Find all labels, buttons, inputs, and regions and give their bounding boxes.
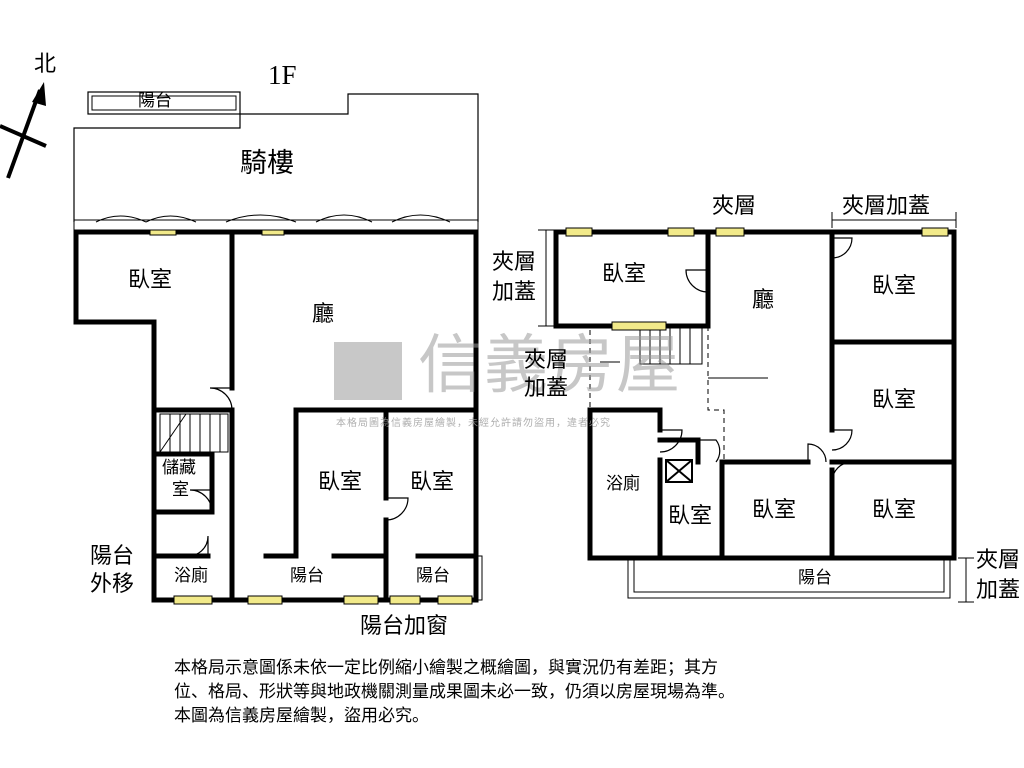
north-arrow-icon (0, 82, 47, 179)
right-bedroom-south: 臥室 (752, 498, 797, 523)
windows-right (565, 227, 949, 331)
disclaimer: 本格局示意圖係未依一定比例縮小繪製之概繪圖，與實況仍有差距；其方 位、格局、形狀… (174, 656, 894, 728)
right-addon-right-1: 夾層 (976, 548, 1021, 573)
right-bedroom-east-mid: 臥室 (872, 388, 917, 413)
right-bathroom: 浴廁 (606, 474, 640, 494)
left-bedroom-center: 臥室 (318, 470, 363, 495)
right-addon-center-2: 加蓋 (524, 376, 569, 401)
left-bedroom-east: 臥室 (410, 470, 455, 495)
right-mezzanine: 夾層 (712, 194, 757, 219)
top-balcony-outline (87, 91, 241, 115)
watermark-logo-icon (334, 342, 402, 400)
right-plan (538, 212, 974, 603)
watermark-notice: 本格局圖為信義房屋繪製，未經允許請勿盜用，違者必究 (336, 418, 611, 429)
left-balcony-south: 陽台 (290, 566, 324, 586)
right-bedroom-small: 臥室 (668, 504, 713, 529)
right-bedroom-se: 臥室 (872, 498, 917, 523)
compass-label: 北 (34, 52, 57, 77)
top-balcony-inner (91, 95, 237, 111)
left-living-room: 廳 (312, 302, 335, 327)
right-addon-left-1: 夾層 (492, 250, 537, 275)
right-addon-right-2: 加蓋 (976, 578, 1021, 603)
watermark-brand: 信義房屋 (418, 329, 682, 403)
balcony-moved-1: 陽台 (90, 544, 135, 569)
storefront-doors (95, 214, 451, 223)
disclaimer-line: 本圖為信義房屋繪製，盜用必究。 (174, 706, 429, 726)
storefront (73, 219, 479, 231)
left-storage-2: 室 (172, 480, 189, 500)
right-balcony: 陽台 (798, 568, 832, 588)
left-plan (73, 91, 483, 605)
balcony-window: 陽台加窗 (360, 614, 449, 639)
left-bathroom: 浴廁 (174, 566, 208, 586)
right-living-room: 廳 (752, 288, 775, 313)
left-bedroom-nw: 臥室 (128, 268, 173, 293)
balcony-moved-2: 外移 (90, 572, 135, 597)
right-bedroom-ne: 臥室 (872, 274, 917, 299)
right-addon-center-1: 夾層 (524, 348, 569, 373)
right-addon-left-2: 加蓋 (492, 280, 537, 305)
disclaimer-line: 本格局示意圖係未依一定比例縮小繪製之概繪圖，與實況仍有差距；其方 (174, 658, 718, 678)
floor-label: 1F (268, 60, 297, 90)
right-bedroom-nw: 臥室 (602, 262, 647, 287)
left-storage-1: 儲藏 (162, 458, 196, 478)
windows-left (149, 229, 473, 605)
arcade-outline (73, 93, 479, 222)
top-balcony-label: 陽台 (138, 91, 172, 111)
arcade-label: 騎樓 (240, 148, 294, 179)
right-addon-top: 夾層加蓋 (842, 194, 931, 219)
left-balcony-se: 陽台 (416, 566, 450, 586)
disclaimer-line: 位、格局、形狀等與地政機關測量成果圖未必一致，仍須以房屋現場為準。 (174, 682, 735, 702)
